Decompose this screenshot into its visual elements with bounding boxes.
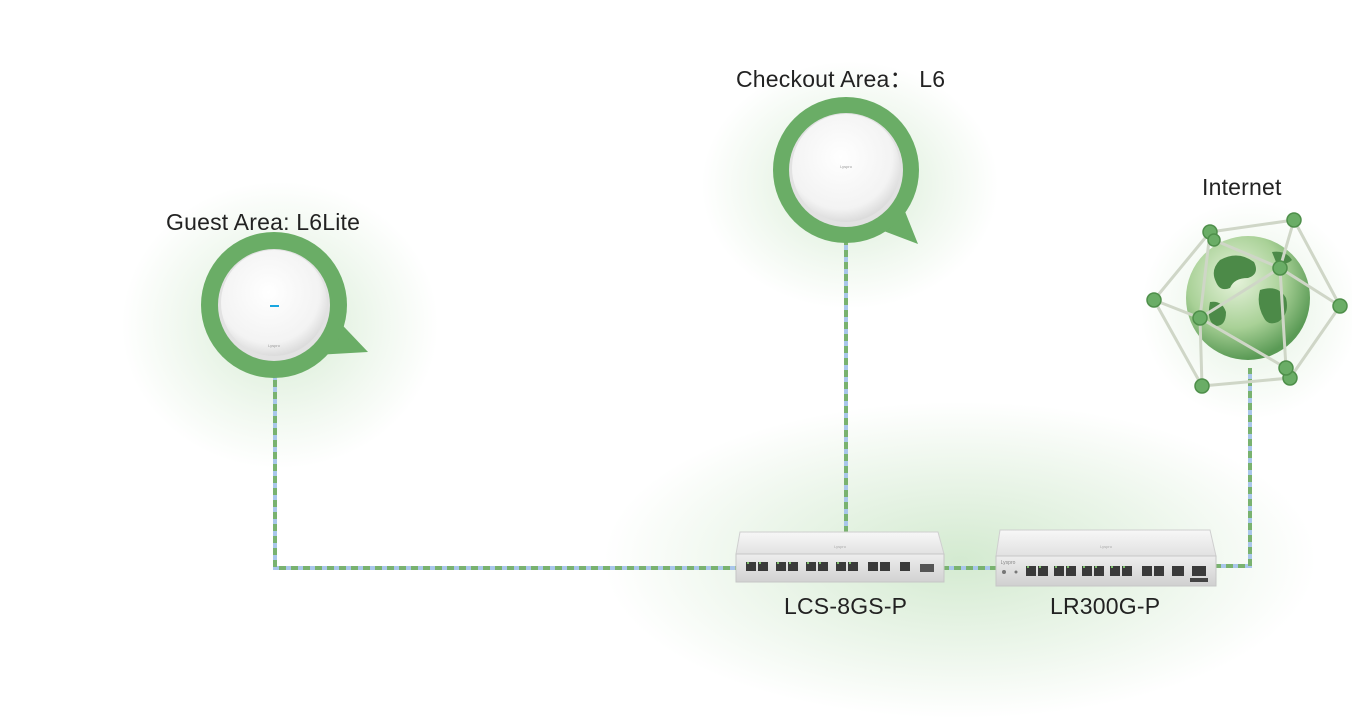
link-guest-ap-to-switch [273, 368, 738, 570]
guest-access-point-icon[interactable]: Lyspro [198, 230, 373, 385]
router-front-brand: Lyspro [1001, 560, 1016, 566]
switch-brand: Lyspro [834, 544, 847, 549]
link-router-to-internet [1214, 368, 1252, 568]
internet-globe-icon [1146, 212, 1348, 394]
router-lr300g-p-icon[interactable]: Lyspro Lyspro [994, 526, 1218, 590]
internet-label: Internet [1202, 174, 1282, 200]
guest-ap-brand: Lyspro [268, 343, 281, 348]
router-brand: Lyspro [1100, 544, 1113, 549]
checkout-access-point-icon[interactable]: Lyspro [770, 94, 925, 249]
checkout-area-label: Checkout Area： L6 [736, 66, 946, 92]
router-label: LR300G-P [1050, 593, 1161, 619]
switch-label: LCS-8GS-P [784, 593, 908, 619]
guest-area-label: Guest Area: L6Lite [166, 209, 361, 235]
checkout-ap-brand: Lyspro [840, 164, 853, 169]
switch-lcs-8gs-p-icon[interactable]: Lyspro [734, 528, 946, 588]
